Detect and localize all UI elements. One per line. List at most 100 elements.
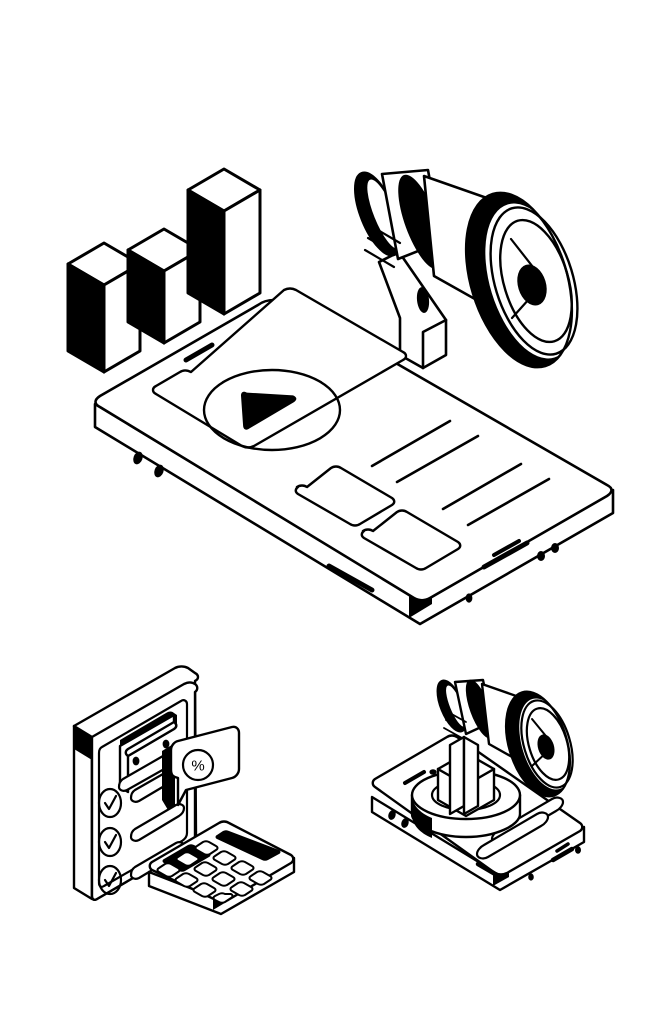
bar-chart-bar-3 <box>186 167 262 316</box>
small-mouth-ring-2 <box>525 707 571 781</box>
clipboard-screw-dot-1 <box>132 756 140 766</box>
grille-line-2 <box>366 236 399 257</box>
small-grille-line-2 <box>445 719 465 731</box>
percent-icon: % <box>191 758 204 775</box>
handle-trigger <box>416 287 430 313</box>
calculator-key-r3c3[interactable] <box>192 882 217 898</box>
text-line-2 <box>395 434 480 484</box>
phone-large-earpiece-slot <box>183 342 215 363</box>
phone-small-side-button-1[interactable] <box>387 809 397 821</box>
play-triangle-icon[interactable] <box>241 388 299 430</box>
phone-large-side-button-2[interactable] <box>153 463 166 478</box>
phone-small-earpiece-slot <box>403 770 426 785</box>
thumbnail-square-1-shape <box>294 465 396 527</box>
checklist-row-2[interactable] <box>97 803 186 858</box>
megaphone-large <box>353 168 579 370</box>
phone-small-front-camera-dot <box>429 769 437 775</box>
text-line-3 <box>441 462 523 511</box>
phone-small-side-button-2[interactable] <box>400 817 410 829</box>
calculator-key-r2c1[interactable] <box>175 851 200 867</box>
bar-chart-bar-1 <box>66 241 142 374</box>
megaphone-small-grille-lines <box>443 711 467 739</box>
calculator-key-r3c4[interactable] <box>212 892 234 904</box>
phone-small-port-dot-1 <box>528 873 534 881</box>
phone-small-port-dot-2 <box>575 846 581 854</box>
mouth-ring-2 <box>499 218 573 344</box>
phone-large-side-button-1[interactable] <box>132 450 145 465</box>
check-icon-3 <box>103 871 118 888</box>
play-button-circle[interactable] <box>202 368 342 452</box>
mouth-center-driver <box>517 264 547 306</box>
calculator-key-r1c1[interactable] <box>194 840 219 856</box>
percent-circle <box>181 748 215 782</box>
phone-large-port-dot-3 <box>551 543 559 553</box>
clipboard-checklist[interactable] <box>72 665 200 901</box>
calculator-key-r3c1[interactable] <box>156 862 181 878</box>
thumbnail-square-2[interactable] <box>360 509 462 571</box>
scene-video-marketing <box>66 167 615 626</box>
clipboard-screw-dot-2 <box>162 739 170 749</box>
check-circle-2 <box>97 826 123 858</box>
calculator-key-r1c2[interactable] <box>212 850 237 866</box>
phone-large-port-dot-1 <box>465 593 473 603</box>
handle-body <box>377 250 448 370</box>
speech-bubble-body <box>169 725 241 807</box>
thumbnail-square-1[interactable] <box>294 465 396 527</box>
calculator-key-r2c4[interactable] <box>229 881 254 897</box>
smartphone-large[interactable] <box>93 287 615 626</box>
calculator-display <box>215 830 281 861</box>
phone-small-pill-lines <box>475 796 565 860</box>
clipboard-inner-bevel <box>97 699 189 888</box>
thumbnail-square-2-shape <box>360 509 462 571</box>
megaphone-small-stem-right <box>462 735 480 816</box>
bar-3-left-face <box>188 190 224 314</box>
small-grille-line-1 <box>447 711 467 723</box>
calculator-key-r1c4[interactable] <box>248 870 273 886</box>
calculator-key-r3c2[interactable] <box>174 872 199 888</box>
checklist-line-2 <box>129 803 186 842</box>
check-circle-1 <box>97 787 123 819</box>
megaphone-large-mouth <box>464 191 579 369</box>
phone-large-text-lines <box>370 419 551 527</box>
check-icon-1 <box>103 794 118 811</box>
clipboard-clip-top <box>124 720 178 758</box>
phone-small-bottom-grille-right <box>550 846 575 863</box>
bar-chart <box>66 167 262 374</box>
grille-line-1 <box>369 224 402 245</box>
calculator[interactable] <box>147 820 296 916</box>
text-line-1 <box>370 419 452 468</box>
megaphone-small-mouth <box>504 690 574 798</box>
percent-speech-bubble[interactable]: % <box>162 725 241 810</box>
phone-large-bottom-grille-right-2 <box>492 539 521 557</box>
phone-small-bottom-grille-right-2 <box>555 842 570 853</box>
bar-3-left-outline <box>186 188 226 316</box>
small-grille-line-3 <box>443 727 463 739</box>
handle-inner-edge <box>421 318 448 370</box>
calculator-keys[interactable] <box>156 840 273 904</box>
phone-small-bottom-grille-left <box>475 861 505 881</box>
cylinder-base-accent <box>412 795 432 838</box>
check-circle-3 <box>97 864 123 896</box>
calculator-key-r1c3[interactable] <box>230 860 255 876</box>
scene-checklist-calculator: % <box>72 665 296 916</box>
mouth-ring-1 <box>489 206 579 356</box>
grille-line-3 <box>363 248 396 269</box>
phone-large-bottom-grille-right <box>481 540 530 570</box>
calculator-key-r2c3[interactable] <box>211 871 236 887</box>
calculator-key-r2c2[interactable] <box>193 861 218 877</box>
scene-mobile-announcement <box>370 678 586 892</box>
bar-3-right-face <box>222 188 262 316</box>
small-back-ring-inner <box>446 685 466 727</box>
bar-2-left-face <box>128 250 164 343</box>
phone-small-pill-line-2 <box>475 811 550 860</box>
video-player-card[interactable] <box>151 287 408 452</box>
bar-1-left-face <box>68 264 104 372</box>
phone-large-port-dot-2 <box>537 551 545 561</box>
megaphone-large-handle <box>377 250 448 370</box>
check-icon-2 <box>103 833 118 850</box>
small-mouth-ring-1 <box>520 699 574 789</box>
clipboard-clip[interactable] <box>118 711 178 794</box>
megaphone-small <box>436 678 574 816</box>
